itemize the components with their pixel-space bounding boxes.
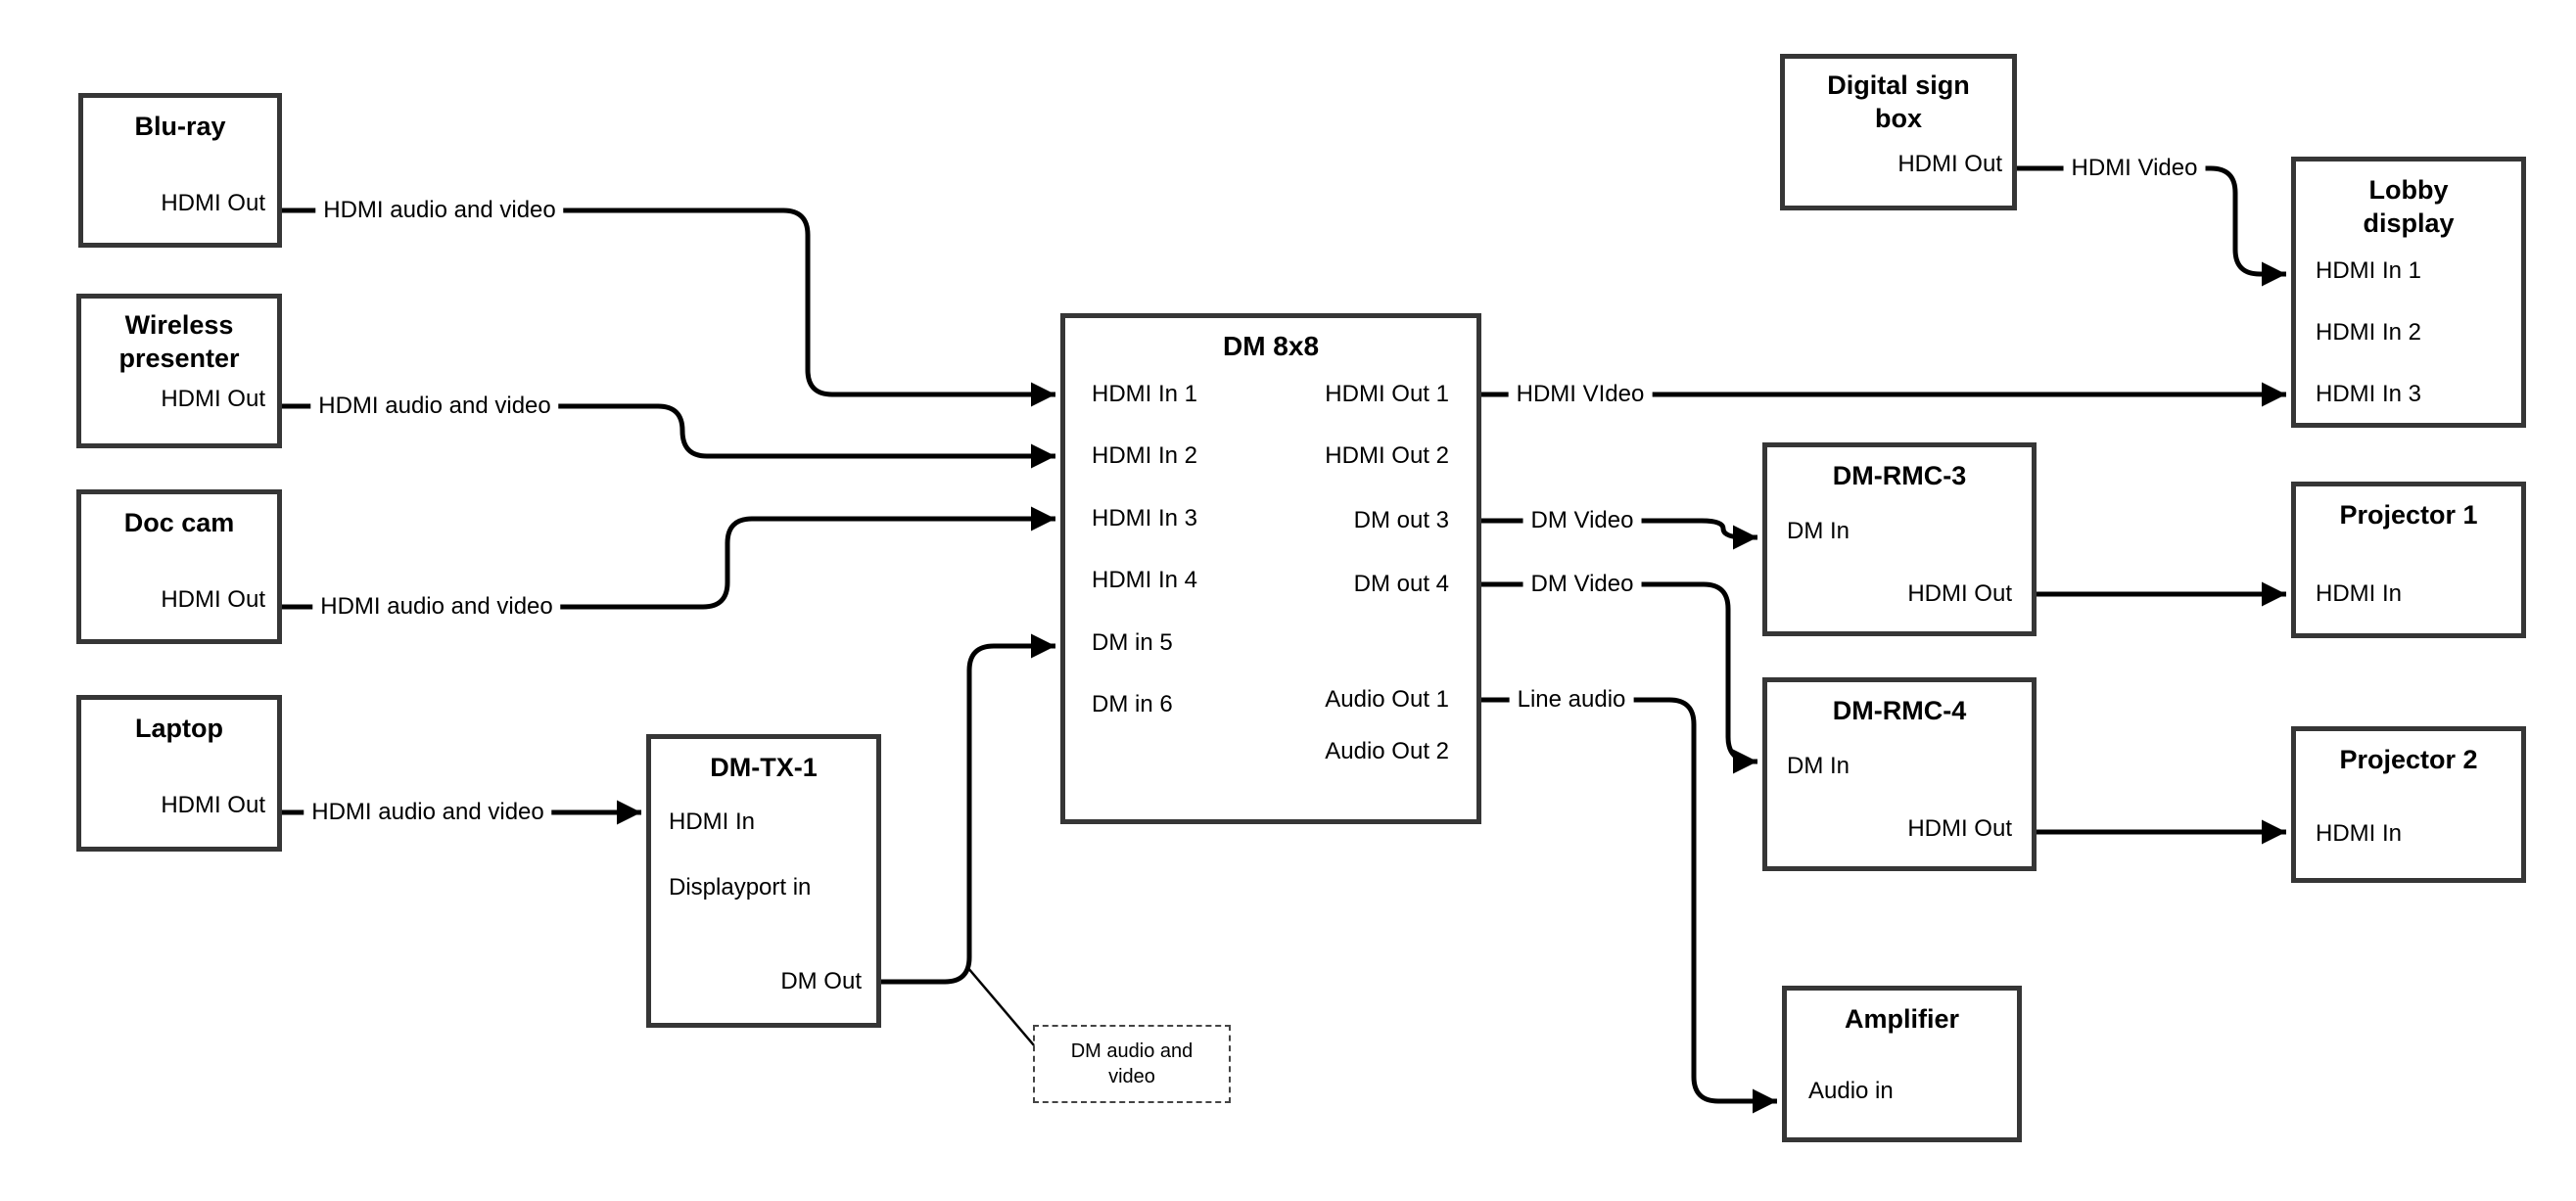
box-projector1-title: Projector 1 (2339, 500, 2478, 530)
box-amplifier-title: Amplifier (1844, 1004, 1960, 1034)
wire-label-laptop: HDMI audio and video (304, 799, 552, 826)
wire-label-line-audio: Line audio (1509, 686, 1634, 714)
box-dmtx1-title: DM-TX-1 (710, 753, 818, 782)
wire-label-wireless: HDMI audio and video (310, 393, 559, 420)
box-dmrmc4-title: DM-RMC-4 (1832, 696, 1967, 725)
wire-label-digital-sign: HDMI Video (2063, 155, 2206, 182)
wire-wireless-to-dm8x8-in2 (282, 403, 1055, 469)
box-dm8x8-title: DM 8x8 (1222, 331, 1320, 361)
port-dm8x8-dm-in-6: DM in 6 (1092, 691, 1173, 717)
box-digital-sign-title: Digital sign box (1827, 70, 1970, 133)
port-dm8x8-audio-out-1: Audio Out 1 (1325, 686, 1449, 713)
box-bluray: Blu-ray HDMI Out (78, 93, 282, 248)
port-dmrmc4-dm-in: DM In (1787, 753, 1850, 779)
port-dm8x8-dm-out-4: DM out 4 (1353, 571, 1449, 597)
port-dmtx1-dm-out: DM Out (780, 968, 862, 994)
box-projector2-title: Projector 2 (2339, 745, 2478, 774)
box-dmrmc4: DM-RMC-4 DM In HDMI Out (1762, 677, 2037, 871)
wire-dm8x8-audio1-to-amplifier (1481, 697, 1777, 1114)
port-wireless-hdmi-out: HDMI Out (161, 386, 265, 412)
wire-dmtx1-to-dm8x8-dmin5 (881, 633, 1055, 985)
callout-dm-audio-video: DM audio and video (1033, 1025, 1231, 1103)
box-projector2: Projector 2 HDMI In (2291, 726, 2526, 883)
callout-dm-audio-video-text: DM audio and video (1070, 1040, 1194, 1087)
box-doc-cam-title: Doc cam (123, 508, 235, 537)
wire-label-dm-video-4: DM Video (1522, 571, 1642, 598)
port-bluray-hdmi-out: HDMI Out (161, 190, 265, 216)
box-dmrmc3: DM-RMC-3 DM In HDMI Out (1762, 442, 2037, 636)
box-dm8x8: DM 8x8 HDMI In 1 HDMI In 2 HDMI In 3 HDM… (1060, 313, 1481, 824)
port-dm8x8-hdmi-out-1: HDMI Out 1 (1325, 381, 1449, 407)
wire-label-bluray: HDMI audio and video (315, 197, 564, 224)
port-dmtx1-displayport-in: Displayport in (669, 874, 812, 901)
box-digital-sign: Digital sign box HDMI Out (1780, 54, 2017, 210)
port-dm8x8-hdmi-in-1: HDMI In 1 (1092, 381, 1198, 407)
box-wireless-presenter: Wireless presenter HDMI Out (76, 294, 282, 448)
port-dm8x8-hdmi-in-4: HDMI In 4 (1092, 567, 1198, 593)
box-lobby-display-title: Lobby display (2363, 175, 2455, 238)
port-amplifier-audio-in: Audio in (1808, 1078, 1894, 1104)
port-digitalsign-hdmi-out: HDMI Out (1897, 151, 2002, 177)
box-amplifier: Amplifier Audio in (1782, 986, 2022, 1142)
port-dmrmc4-hdmi-out: HDMI Out (1907, 815, 2012, 842)
box-bluray-title: Blu-ray (134, 112, 226, 141)
port-dmtx1-hdmi-in: HDMI In (669, 808, 756, 835)
box-dmtx1: DM-TX-1 HDMI In Displayport in DM Out (646, 734, 881, 1028)
port-laptop-hdmi-out: HDMI Out (161, 792, 265, 818)
port-lobby-hdmi-in-2: HDMI In 2 (2316, 319, 2422, 346)
wire-dm8x8-out3-to-dmrmc3 (1481, 518, 1757, 550)
callout-leader-line (966, 966, 1035, 1046)
port-dm8x8-hdmi-in-3: HDMI In 3 (1092, 505, 1198, 531)
port-proj1-hdmi-in: HDMI In (2316, 580, 2403, 607)
port-dmrmc3-dm-in: DM In (1787, 518, 1850, 544)
port-dm8x8-dm-out-3: DM out 3 (1353, 507, 1449, 533)
box-wireless-presenter-title: Wireless presenter (118, 310, 240, 373)
port-dm8x8-audio-out-2: Audio Out 2 (1325, 738, 1449, 764)
port-dm8x8-dm-in-5: DM in 5 (1092, 629, 1173, 656)
port-dmrmc3-hdmi-out: HDMI Out (1907, 580, 2012, 607)
port-doccam-hdmi-out: HDMI Out (161, 586, 265, 613)
wire-doccam-to-dm8x8-in3 (282, 506, 1055, 610)
box-laptop-title: Laptop (135, 714, 223, 743)
port-lobby-hdmi-in-1: HDMI In 1 (2316, 257, 2422, 284)
box-laptop: Laptop HDMI Out (76, 695, 282, 852)
box-dmrmc3-title: DM-RMC-3 (1832, 461, 1967, 490)
port-dm8x8-hdmi-out-2: HDMI Out 2 (1325, 442, 1449, 469)
wire-bluray-to-dm8x8-in1 (282, 208, 1055, 407)
wire-label-dm-video-3: DM Video (1522, 507, 1642, 534)
box-doc-cam: Doc cam HDMI Out (76, 489, 282, 644)
wire-dm8x8-out4-to-dmrmc4 (1481, 581, 1757, 774)
port-proj2-hdmi-in: HDMI In (2316, 820, 2403, 847)
wire-label-hdmi-video-out1: HDMI VIdeo (1508, 381, 1653, 408)
port-lobby-hdmi-in-3: HDMI In 3 (2316, 381, 2422, 407)
wire-digitalsign-to-lobby-in1 (2017, 165, 2286, 287)
box-lobby-display: Lobby display HDMI In 1 HDMI In 2 HDMI I… (2291, 157, 2526, 428)
wire-label-doccam: HDMI audio and video (312, 593, 561, 621)
box-projector1: Projector 1 HDMI In (2291, 482, 2526, 638)
port-dm8x8-hdmi-in-2: HDMI In 2 (1092, 442, 1198, 469)
